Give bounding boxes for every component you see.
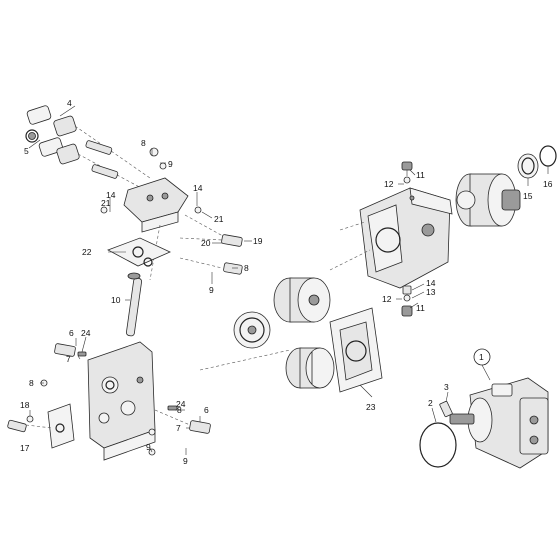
callout-1: 1	[479, 352, 484, 362]
housing-plugs	[401, 161, 413, 317]
oring-and-bolt	[419, 400, 457, 468]
callout-12-b: 12	[382, 294, 392, 304]
callout-labels: 1 2 3 4 5 6 6 7 7 8 8 8 8 9 9 9 9 10 11 …	[20, 98, 553, 466]
callout-22: 22	[82, 247, 92, 257]
shaft-seal	[517, 145, 557, 179]
housing-right-fittings	[148, 405, 211, 456]
assembled-motor	[449, 377, 549, 469]
callout-9-c: 9	[146, 442, 151, 452]
control-fittings	[179, 234, 243, 275]
callout-23: 23	[366, 402, 376, 412]
rotating-group	[199, 277, 331, 371]
callout-21-b: 21	[214, 214, 224, 224]
control-pin	[125, 272, 143, 337]
left-fittings	[7, 343, 87, 433]
gasket-plate	[107, 237, 171, 267]
callout-7-lower: 7	[176, 423, 181, 433]
callout-18: 18	[20, 400, 30, 410]
valve-housing	[87, 341, 156, 461]
callout-circle-1	[473, 348, 491, 366]
callout-6-lower: 6	[204, 405, 209, 415]
callout-8-d: 8	[177, 405, 182, 415]
callout-5: 5	[24, 146, 29, 156]
leader-lines	[28, 105, 549, 455]
callout-24-a: 24	[81, 328, 91, 338]
callout-11-a: 11	[416, 170, 425, 180]
callout-16: 16	[543, 179, 553, 189]
drive-shaft	[455, 173, 521, 227]
callout-15: 15	[523, 191, 533, 201]
callout-2: 2	[428, 398, 433, 408]
callout-20: 20	[201, 238, 211, 248]
callout-10: 10	[111, 295, 121, 305]
callout-17: 17	[20, 443, 30, 453]
callout-21-a: 21	[101, 198, 111, 208]
callout-9-b: 9	[209, 285, 214, 295]
callout-19: 19	[253, 236, 263, 246]
callout-9-a: 9	[168, 159, 173, 169]
callout-14-a: 14	[106, 190, 116, 200]
callout-4: 4	[67, 98, 72, 108]
callout-9-d: 9	[183, 456, 188, 466]
callout-12-a: 12	[384, 179, 394, 189]
side-cover-plate	[47, 403, 75, 449]
callout-8-b: 8	[244, 263, 249, 273]
callout-14-c: 14	[426, 278, 436, 288]
callout-8-c: 8	[29, 378, 34, 388]
housing-gasket	[329, 307, 383, 393]
callout-13: 13	[426, 287, 436, 297]
valve-cartridges	[25, 105, 151, 191]
callout-11-b: 11	[416, 303, 425, 313]
callout-3: 3	[444, 382, 449, 392]
callout-7-upper: 7	[66, 354, 71, 364]
callout-14-b: 14	[193, 183, 203, 193]
callout-24-b: 24	[176, 399, 186, 409]
callout-8-a: 8	[141, 138, 146, 148]
callout-6-upper: 6	[69, 328, 74, 338]
main-housing	[329, 187, 453, 289]
pilot-spools	[85, 140, 202, 214]
swash-plate	[285, 347, 335, 389]
